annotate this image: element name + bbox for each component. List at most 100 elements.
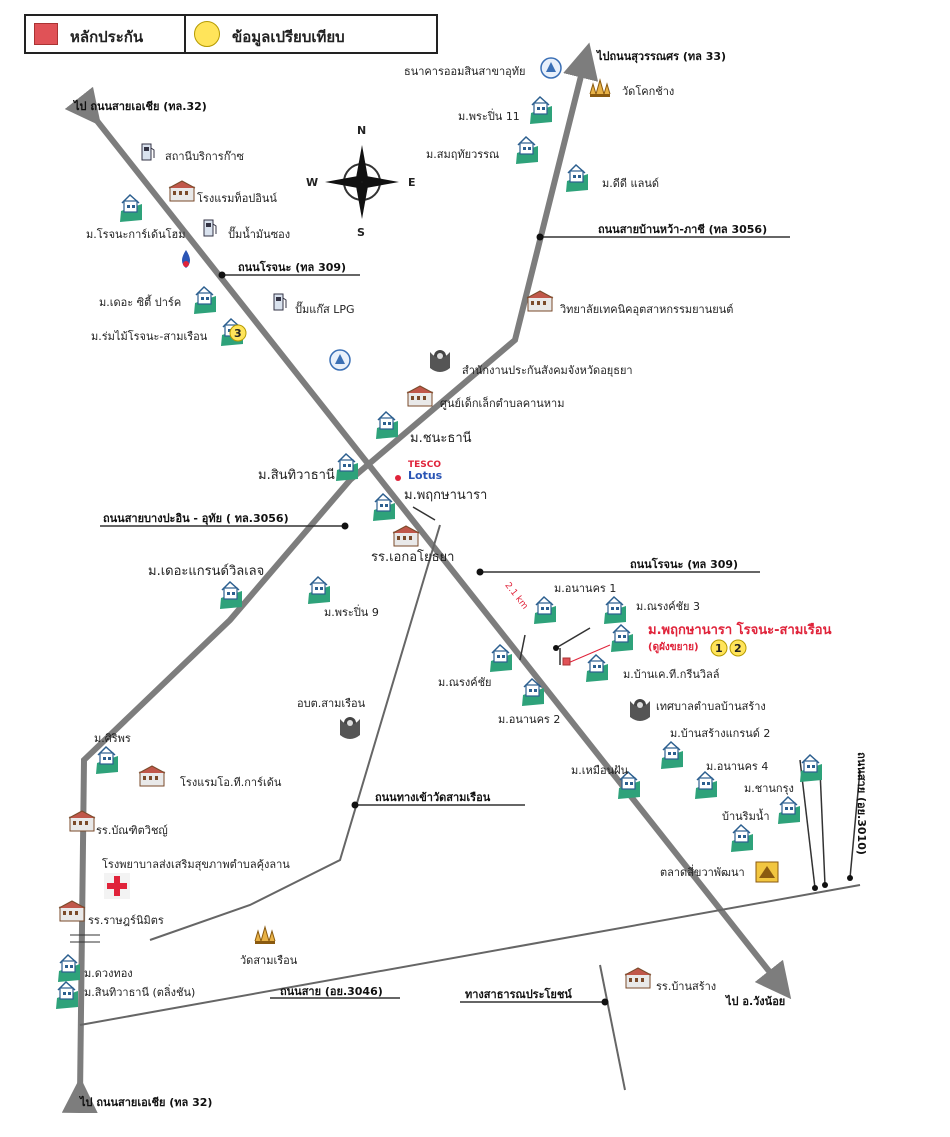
market-icon [755,861,779,883]
label-lpg: ปั๊มแก๊ส LPG [295,303,355,316]
subject-pointer [567,644,611,664]
label-ban-sang-grand2: ม.บ้านสร้างแกรนด์ 2 [670,727,771,740]
label-phruksa-nara: ม.พฤกษานารา [404,488,488,503]
house-icon [335,453,359,482]
government-icon [340,717,360,739]
house-icon [730,824,754,853]
label-wat-sam-ruan: วัดสามเรือน [240,954,298,967]
compass-icon [325,145,399,219]
hotel-icon [138,765,166,787]
house-icon [193,286,217,315]
house-icon [603,596,627,625]
label-gsb: ธนาคารออมสินสาขาอุทัย [404,65,526,78]
legend-marker-swatch [34,23,58,45]
label-narong3: ม.ณรงค์ชัย 3 [636,600,700,613]
compass-east: E [408,176,416,189]
house-icon [694,771,718,800]
house-icon [55,981,79,1010]
label-muean-fan: ม.เหมือนฝัน [571,764,629,777]
label-hotel-top-inn: โรงแรมท็อปอินน์ [197,192,277,205]
house-icon [610,624,634,653]
road-label-asia-top: ไป ถนนสายเอเชีย (ทล.32) [74,100,207,113]
label-school-rat: รร.ราษฎร์นิมิตร [88,914,164,927]
label-market: ตลาดสี่ขวาพัฒนา [660,866,745,879]
house-icon [529,96,553,125]
label-hotel-ot: โรงแรมโอ.ที.การ์เด้น [180,776,282,789]
wat-road-line [149,524,441,941]
label-phraepin9: ม.พระปิ่น 9 [324,606,379,619]
legend-marker-label: หลักประกัน [70,28,144,46]
compass-south: S [357,226,365,239]
road-label-3046: ถนนสาย (อย.3046) [280,985,383,998]
tesco-logo-2: Lotus [408,469,443,482]
temple-icon [589,79,611,98]
label-oil-pump: ปั๊มน้ำมันซอง [228,228,291,241]
label-school-bandit: รร.บัณฑิตวิชญ์ [96,824,168,837]
road-label-public-way: ทางสาธารณประโยชน์ [465,988,572,1001]
label-anan2: ม.อนานคร 2 [498,713,561,726]
label-rojana-garden: ม.โรจนะการ์เด้นโฮม [86,228,186,241]
label-sin-thawa2: ม.สินทิวาธานี (ตลิ่งชัน) [84,986,196,999]
road-label-asia-bottom: ไป ถนนสายเอเชีย (ทล 32) [80,1096,213,1109]
road-label-suphan: ไปถนนสุวรรณศร (ทล 33) [597,50,727,63]
house-icon [799,754,823,783]
government-icon [630,699,650,721]
label-green-ville: ม.บ้านเค.ที.กรีนวิลล์ [623,668,720,681]
rojana-road-line [64,86,792,1000]
label-sin-thawa: ม.สินทิวาธานี [258,468,335,483]
label-phraepin11: ม.พระปิ่น 11 [458,110,520,123]
label-city-park: ม.เดอะ ซิตี้ ปาร์ค [99,296,182,309]
label-dd-land: ม.ดีดี แลนด์ [602,177,660,190]
hospital-icon [104,873,130,899]
compass-north: N [357,124,367,137]
road-label-3010: ถนนสาย (อย.3010) [854,752,868,855]
house-icon [95,746,119,775]
subject-marker [562,657,571,666]
label-samut: ม.สมฤทัยวรรณ [426,148,500,161]
compare-marker-2 [729,639,747,657]
label-subject-note: (ดูผังขยาย) [648,642,699,653]
house-icon [119,194,143,223]
marker-2-label: 2 [734,642,742,655]
label-gas-station: สถานีบริการก๊าซ [165,150,245,163]
label-siri: ม.ศิริพร [94,732,131,745]
road-label-rojana-top: ถนนโรจนะ (ทล 309) [238,261,347,274]
hotel-icon [168,180,196,202]
gas-station-icon [141,143,155,161]
fuel-pump-icon [203,219,217,237]
label-wat-khok-chang: วัดโคกช้าง [622,85,675,98]
label-anan1: ม.อนานคร 1 [554,582,617,595]
label-chana-thani: ม.ชนะธานี [410,431,472,446]
school-icon [68,810,96,832]
legend: หลักประกัน ข้อมูลเปรียบเทียบ [24,14,438,54]
label-child-center: ศูนย์เด็กเล็กตำบลคานหาม [440,397,565,410]
temple-icon [254,926,276,945]
label-chan-krung: ม.ชานกรุง [744,782,794,795]
road-label-3056: ถนนสายบ้านหว้า-ภาชี (ทล 3056) [598,223,768,236]
lpg-pump-icon [273,293,287,311]
house-icon [660,741,684,770]
road-3046-line [79,884,861,1026]
compass-west: W [306,176,319,189]
label-grand-village: ม.เดอะแกรนด์วิลเลจ [148,564,265,579]
house-icon [489,644,513,673]
legend-compare-swatch [194,21,220,47]
house-icon [219,581,243,610]
child-center-icon [406,385,434,407]
house-icon [375,411,399,440]
legend-compare-label: ข้อมูลเปรียบเทียบ [232,28,345,46]
label-tech-college: วิทยาลัยเทคนิคอุตสาหกรรมยานยนต์ [560,303,734,316]
college-icon [526,290,554,312]
house-icon [565,164,589,193]
marker-1-label: 1 [715,642,723,655]
road-label-wang-noi: ไป อ.วังน้อย [726,995,786,1008]
label-subject: ม.พฤกษานารา โรจนะ-สามเรือน [648,623,832,638]
label-hospital: โรงพยาบาลส่งเสริมสุขภาพตำบลคุ้งลาน [102,858,290,871]
house-icon [307,576,331,605]
label-rom-mai: ม.ร่มไม้โรจนะ-สามเรือน [91,330,208,343]
house-icon [515,136,539,165]
label-school-ekka: รร.เอกอโยธยา [371,550,455,565]
compare-marker-1 [710,639,728,657]
house-icon [585,654,609,683]
